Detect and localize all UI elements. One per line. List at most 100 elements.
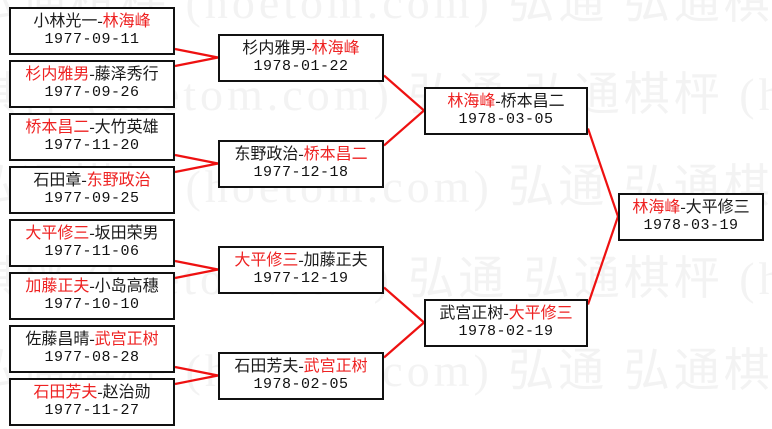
match-players-r1m8: 石田芳夫-赵治勋 <box>33 384 150 402</box>
player-separator: - <box>89 331 95 349</box>
player-left-r2m4: 石田芳夫 <box>234 357 299 375</box>
connector-r1m7-to-r2m4 <box>174 365 219 377</box>
connector-r3m1-to-r4m1 <box>586 128 620 217</box>
connector-r1m4-to-r2m2 <box>174 162 219 174</box>
player-left-r1m6: 加藤正夫 <box>25 278 90 296</box>
player-left-r1m5: 大平修三 <box>25 225 90 243</box>
player-right-r4m1: 大平修三 <box>685 198 750 216</box>
match-date-r2m3: 1977-12-19 <box>253 269 349 287</box>
match-date-r1m2: 1977-09-26 <box>44 84 140 102</box>
player-left-r1m2: 杉内雅男 <box>25 66 90 84</box>
match-date-r1m5: 1977-11-06 <box>44 243 140 261</box>
player-right-r2m3: 加藤正夫 <box>303 251 368 269</box>
connector-r2m2-to-r3m1 <box>383 109 425 147</box>
player-right-r1m7: 武宫正树 <box>94 331 159 349</box>
connector-r1m8-to-r2m4 <box>174 374 219 386</box>
player-separator: - <box>97 384 103 402</box>
match-date-r1m7: 1977-08-28 <box>44 349 140 367</box>
player-right-r3m2: 大平修三 <box>508 304 573 322</box>
match-date-r1m8: 1977-11-27 <box>44 402 140 420</box>
player-separator: - <box>81 172 87 190</box>
player-right-r2m1: 林海峰 <box>311 39 360 57</box>
match-players-r1m4: 石田章-东野政治 <box>33 172 150 190</box>
player-separator: - <box>680 198 686 216</box>
connector-r1m3-to-r2m2 <box>174 153 219 165</box>
match-players-r2m4: 石田芳夫-武宫正树 <box>234 358 367 376</box>
player-right-r1m6: 小岛高穗 <box>94 278 159 296</box>
player-left-r4m1: 林海峰 <box>632 198 681 216</box>
match-date-r2m1: 1978-01-22 <box>253 57 349 75</box>
connector-r2m4-to-r3m2 <box>383 321 425 359</box>
player-separator: - <box>298 251 304 269</box>
player-right-r1m1: 林海峰 <box>102 13 151 31</box>
match-date-r3m1: 1978-03-05 <box>458 110 554 128</box>
player-left-r1m3: 桥本昌二 <box>25 119 90 137</box>
player-separator: - <box>89 119 95 137</box>
match-players-r4m1: 林海峰-大平修三 <box>632 199 749 217</box>
player-right-r3m1: 桥本昌二 <box>500 92 565 110</box>
connector-r1m5-to-r2m3 <box>174 259 219 271</box>
connector-r1m2-to-r2m1 <box>174 56 219 68</box>
match-players-r1m5: 大平修三-坂田荣男 <box>25 225 158 243</box>
match-date-r1m4: 1977-09-25 <box>44 190 140 208</box>
match-date-r1m1: 1977-09-11 <box>44 31 140 49</box>
player-left-r1m4: 石田章 <box>33 172 82 190</box>
match-players-r3m2: 武宫正树-大平修三 <box>439 305 572 323</box>
player-left-r2m1: 杉内雅男 <box>242 39 307 57</box>
player-right-r2m4: 武宫正树 <box>303 357 368 375</box>
match-date-r1m6: 1977-10-10 <box>44 296 140 314</box>
player-separator: - <box>495 92 501 110</box>
player-separator: - <box>89 225 95 243</box>
match-players-r1m7: 佐藤昌晴-武宫正树 <box>25 331 158 349</box>
match-players-r1m2: 杉内雅男-藤泽秀行 <box>25 66 158 84</box>
player-left-r2m3: 大平修三 <box>234 251 299 269</box>
player-separator: - <box>306 39 312 57</box>
player-left-r1m8: 石田芳夫 <box>33 384 98 402</box>
player-separator: - <box>97 13 103 31</box>
player-right-r1m2: 藤泽秀行 <box>94 66 159 84</box>
match-players-r1m6: 加藤正夫-小岛高穗 <box>25 278 158 296</box>
player-separator: - <box>298 357 304 375</box>
connector-r2m3-to-r3m2 <box>383 286 425 324</box>
match-date-r3m2: 1978-02-19 <box>458 322 554 340</box>
player-right-r1m5: 坂田荣男 <box>94 225 159 243</box>
player-left-r1m7: 佐藤昌晴 <box>25 331 90 349</box>
player-left-r3m2: 武宫正树 <box>439 304 504 322</box>
player-right-r1m8: 赵治勋 <box>102 384 151 402</box>
player-right-r1m4: 东野政治 <box>86 172 151 190</box>
connector-r1m6-to-r2m3 <box>174 268 219 280</box>
match-players-r2m1: 杉内雅男-林海峰 <box>242 40 359 58</box>
match-date-r2m4: 1978-02-05 <box>253 375 349 393</box>
player-separator: - <box>503 304 509 322</box>
player-left-r1m1: 小林光一 <box>33 13 98 31</box>
player-left-r3m1: 林海峰 <box>447 92 496 110</box>
connector-r2m1-to-r3m1 <box>383 74 425 112</box>
match-players-r2m3: 大平修三-加藤正夫 <box>234 252 367 270</box>
player-separator: - <box>89 278 95 296</box>
match-players-r2m2: 东野政治-桥本昌二 <box>234 146 367 164</box>
player-separator: - <box>89 66 95 84</box>
player-separator: - <box>298 145 304 163</box>
match-date-r4m1: 1978-03-19 <box>643 216 739 234</box>
match-players-r1m1: 小林光一-林海峰 <box>33 13 150 31</box>
player-right-r1m3: 大竹英雄 <box>94 119 159 137</box>
player-left-r2m2: 东野政治 <box>234 145 299 163</box>
match-date-r2m2: 1977-12-18 <box>253 163 349 181</box>
match-players-r3m1: 林海峰-桥本昌二 <box>447 93 564 111</box>
